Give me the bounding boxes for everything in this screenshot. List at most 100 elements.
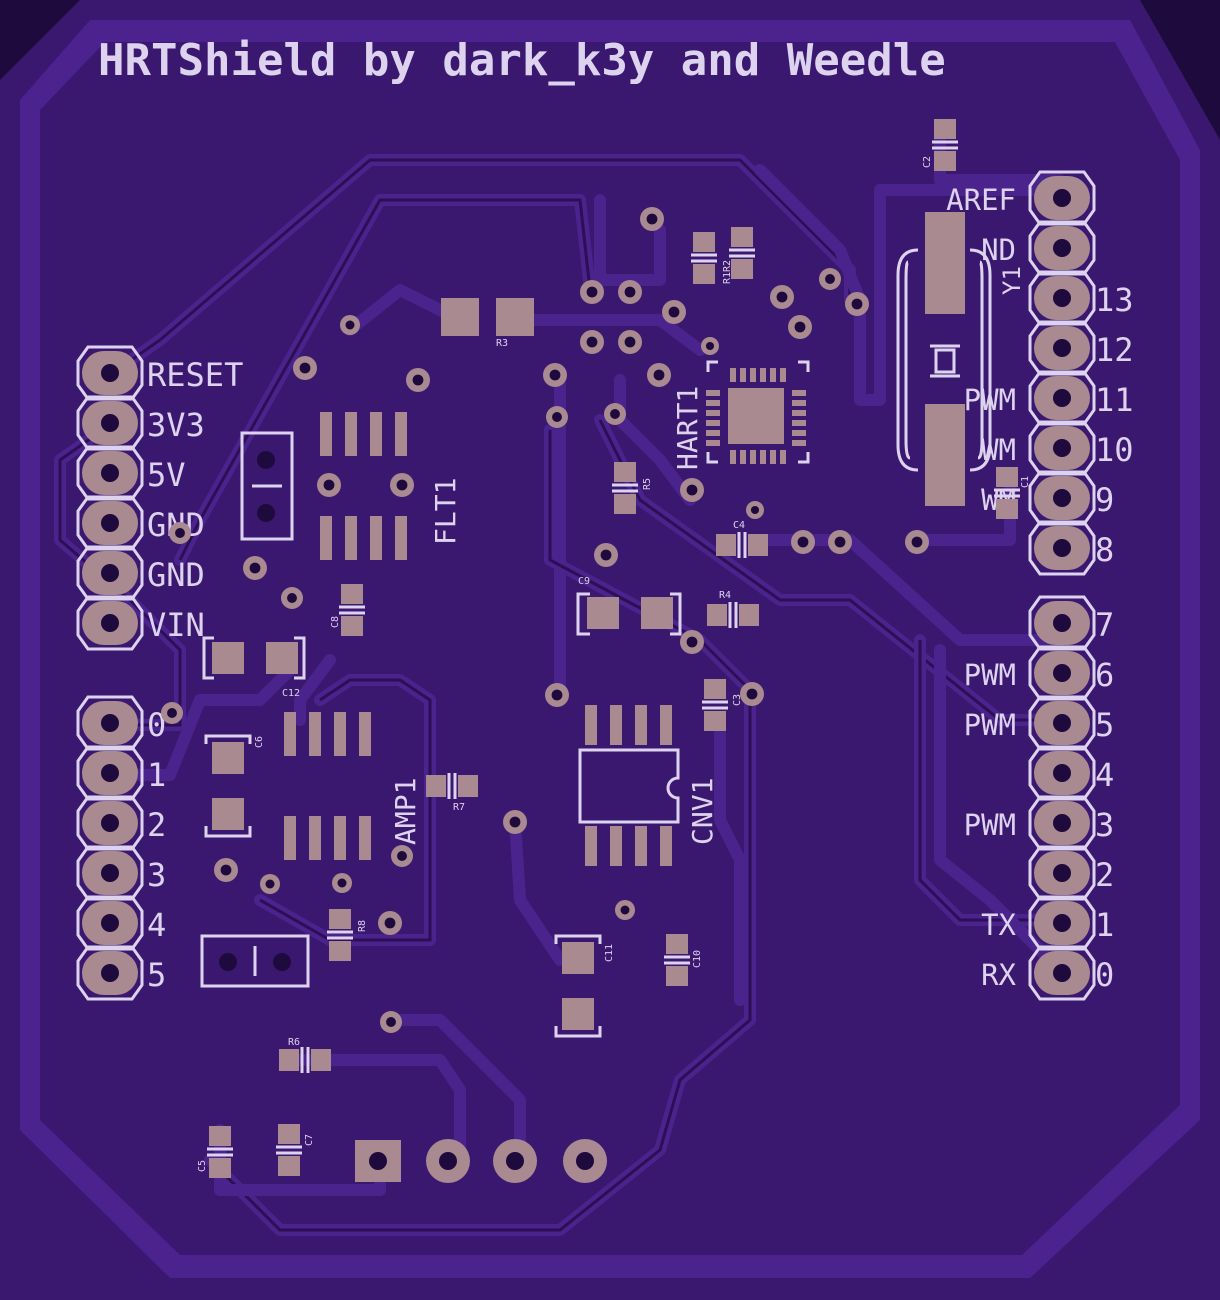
c6-label: C6 [254,736,265,748]
via [618,330,642,354]
via [604,403,626,425]
via [770,285,794,309]
digital-pin-number: 0 [1095,956,1114,994]
via [380,1011,402,1033]
via [618,280,642,304]
bottom-header [355,1139,607,1183]
analog-pin-label: 3 [147,856,166,894]
via [317,473,341,497]
digital-pin-label: PWM [964,808,1016,842]
digital-pin-number: 3 [1095,806,1114,844]
digital-pin-number: 6 [1095,656,1114,694]
via [406,368,430,392]
c1-label: C1 [1020,476,1031,488]
analog-pin [76,795,144,851]
c2-part: C2 [922,119,958,171]
digital-pin-label: TX [981,908,1016,942]
c8-part: C8 [330,584,365,636]
via [243,556,267,580]
r4-label: R4 [719,590,731,601]
via [161,702,183,724]
c5-part: C5 [197,1126,233,1178]
c11-label: C11 [604,944,615,962]
cnv1-chip: CNV1 [578,705,719,866]
digital-pin-number: 7 [1095,606,1114,644]
via [662,300,686,324]
via [214,858,238,882]
r8-label: R8 [357,920,368,932]
c3-label: C3 [732,694,743,706]
digital-pin-number: 1 [1095,906,1114,944]
via [788,315,812,339]
digital-pin-number: 11 [1095,381,1134,419]
digital-pin [1028,645,1096,701]
via [640,207,664,231]
vias [161,207,929,1033]
digital-pin-number: 12 [1095,331,1134,369]
digital-pin [1028,695,1096,751]
r7-label: R7 [453,802,465,813]
cnv1-label: CNV1 [686,778,719,845]
digital-pin-label: AREF [946,183,1016,217]
inner-area [40,42,1180,1255]
digital-pin [1028,945,1096,1001]
y1-crystal: Y1 [896,212,1026,506]
digital-pin-number: 8 [1095,531,1114,569]
r1r2-label: R1R2 [722,260,733,284]
digital-pin-number: 10 [1095,431,1134,469]
analog-pin [76,945,144,1001]
digital-header: AREFND131211PWM10WM9WM876PWM5PWM43PWM21T… [946,170,1134,1001]
c4-label: C4 [733,520,745,531]
analog-pin [76,845,144,901]
power-pin [76,595,144,651]
r7-part: R7 [426,773,478,813]
c8-label: C8 [330,616,341,628]
analog-pin [76,745,144,801]
flt1-label: FLT1 [429,478,462,545]
digital-pin-number: 4 [1095,756,1114,794]
analog-pin-label: 4 [147,906,166,944]
digital-pin-label: ND [981,233,1016,267]
via [281,587,303,609]
via [905,530,929,554]
hart1-label: HART1 [671,386,704,470]
r4-part: R4 [707,590,759,628]
c10-label: C10 [692,950,703,968]
r3-label: R3 [496,338,508,349]
c5-label: C5 [197,1160,208,1172]
r8-part: R8 [327,909,368,961]
large-pads [202,298,682,1038]
via [701,337,719,355]
digital-pin [1028,170,1096,226]
digital-pin-number: 2 [1095,856,1114,894]
power-pin-label: RESET [147,356,243,394]
r1r2-part: R1R2 [722,227,755,284]
via [647,363,671,387]
digital-pin-number: 9 [1095,481,1114,519]
via [293,356,317,380]
digital-pin-number: 13 [1095,281,1134,319]
via [791,530,815,554]
via [746,501,764,519]
via [543,363,567,387]
via [819,268,841,290]
power-header: RESET3V35VGNDGNDVIN [76,345,243,651]
analog-pin [76,895,144,951]
c7-part: C7 [276,1124,315,1176]
via [615,900,635,920]
flt1-chip: FLT1 [320,412,462,560]
digital-pin-label: RX [981,958,1016,992]
via [503,810,527,834]
jumper-vertical [240,431,294,541]
power-pin-label: VIN [147,606,205,644]
digital-pin [1028,220,1096,276]
digital-pin-label: PWM [964,658,1016,692]
c10-part: C10 [664,934,703,986]
via [580,330,604,354]
digital-pin-label: PWM [964,708,1016,742]
digital-pin [1028,520,1096,576]
